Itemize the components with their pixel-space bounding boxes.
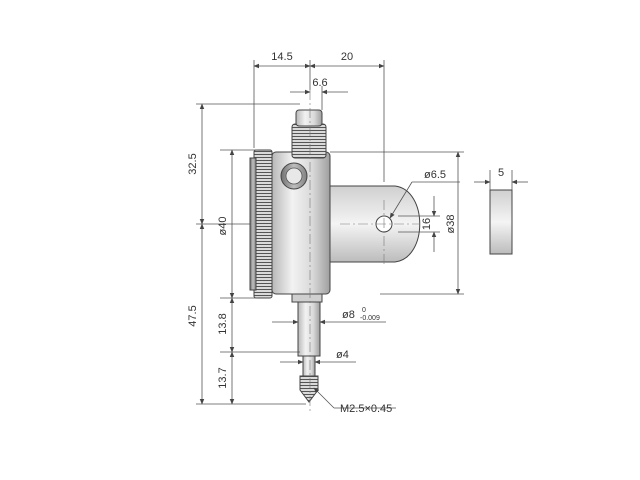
bezel-ring <box>249 157 257 291</box>
spindle <box>302 355 316 377</box>
dim-14-5: 14.5 <box>271 51 292 63</box>
dim-stem-tol-upper: 0 <box>362 307 366 314</box>
dimension-lines <box>196 60 528 409</box>
dim-spindle-diameter: ø4 <box>336 349 349 361</box>
dim-20: 20 <box>341 51 353 63</box>
dim-6-6: 6.6 <box>312 77 327 89</box>
mounting-lug <box>329 185 421 263</box>
dim-dial-diameter: ø40 <box>217 217 229 236</box>
revolution-knob-inner <box>285 167 303 185</box>
contact-point <box>299 375 319 403</box>
dim-lug-hole: ø6.5 <box>424 169 446 181</box>
indicator-body-group <box>249 109 421 403</box>
dim-13-8: 13.8 <box>217 313 229 334</box>
dim-stem-diameter: ø8 <box>342 309 355 321</box>
dim-stem-tol-lower: -0.009 <box>360 315 380 322</box>
dim-32-5: 32.5 <box>187 153 199 174</box>
dim-47-5: 47.5 <box>187 305 199 326</box>
dial-bezel <box>253 149 273 299</box>
dimension-labels: 14.5 20 6.6 32.5 47.5 ø40 13.8 13.7 ø6.5… <box>187 51 504 415</box>
dim-13-7: 13.7 <box>217 367 229 388</box>
dim-lug-height: 16 <box>421 218 433 230</box>
dim-thread: M2.5×0.45 <box>340 403 392 415</box>
top-cap-knurled <box>291 123 327 159</box>
case-bottom-collar <box>291 293 323 303</box>
stem <box>297 301 321 357</box>
dim-lug-thickness: 5 <box>498 167 504 179</box>
top-cap-neck <box>295 109 323 127</box>
dim-back-diameter: ø38 <box>445 215 457 234</box>
lug-side-view <box>489 189 513 255</box>
